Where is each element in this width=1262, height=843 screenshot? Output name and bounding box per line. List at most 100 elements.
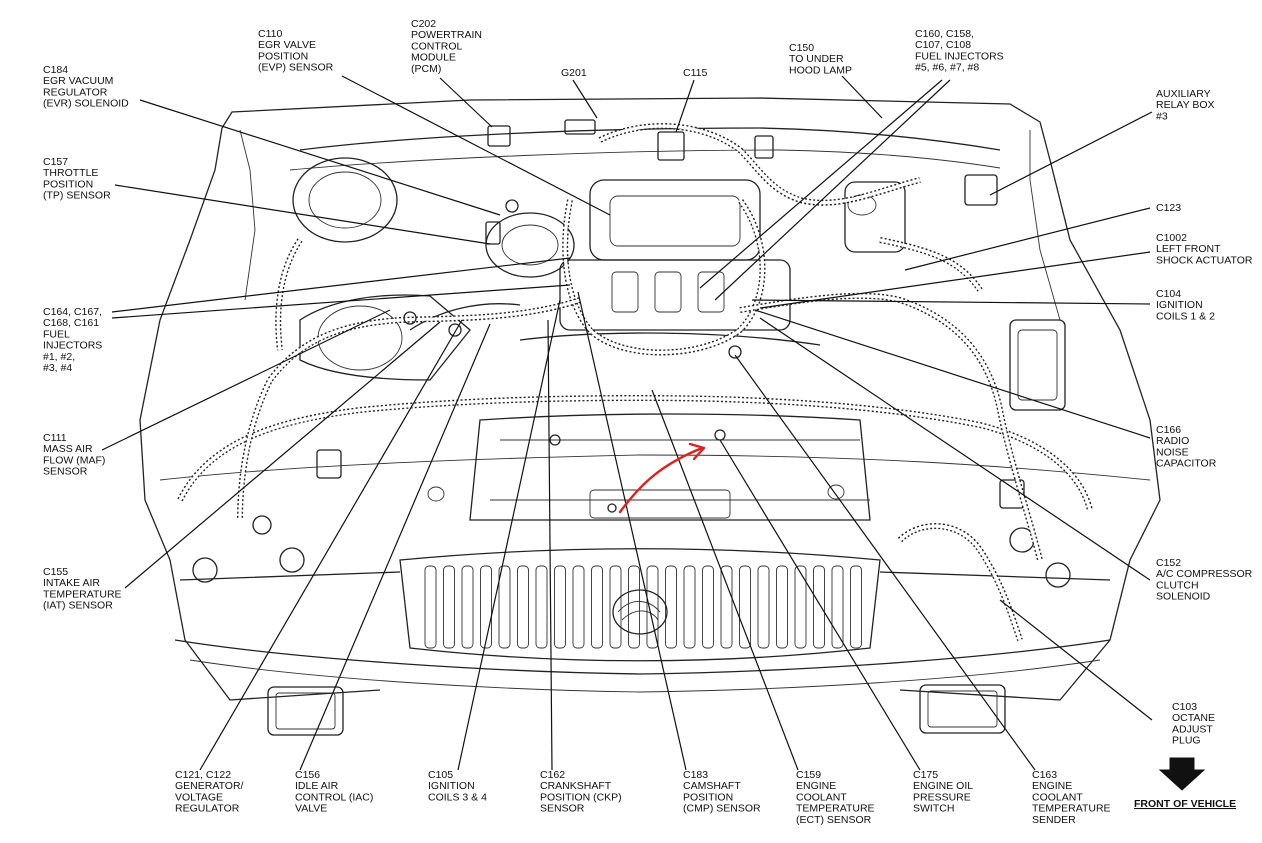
leader-c160a bbox=[699, 79, 943, 289]
label-line: COOLANT bbox=[1032, 791, 1083, 803]
leader-c123 bbox=[904, 207, 1151, 271]
label-line: VOLTAGE bbox=[175, 791, 223, 803]
grille-bar bbox=[591, 565, 603, 649]
grille-bar bbox=[720, 565, 733, 649]
leader-c111 bbox=[101, 309, 391, 451]
label-line: C160, C158, bbox=[915, 28, 974, 40]
label-line: C115 bbox=[683, 67, 707, 79]
label-line: POSITION bbox=[683, 791, 733, 803]
label-line: CAMSHAFT bbox=[683, 780, 741, 792]
label-line: C110 bbox=[258, 28, 282, 40]
leader-c164a bbox=[111, 257, 571, 313]
label-line: CONTROL (IAC) bbox=[295, 791, 373, 803]
label-line: POSITION bbox=[258, 50, 308, 62]
label-g201: G201 bbox=[561, 67, 587, 79]
label-line: SENSOR bbox=[540, 803, 585, 815]
label-line: INJECTORS bbox=[43, 340, 102, 352]
front-of-vehicle-label: FRONT OF VEHICLE bbox=[1134, 798, 1236, 810]
label-line: TO UNDER bbox=[789, 53, 844, 65]
label-line: C104 bbox=[1156, 288, 1181, 300]
grille-bars bbox=[424, 565, 862, 649]
label-line: PLUG bbox=[1172, 735, 1201, 747]
leader-c162 bbox=[547, 319, 553, 771]
label-line: IGNITION bbox=[1156, 299, 1203, 311]
grille-bar bbox=[702, 565, 714, 649]
grille-bar bbox=[683, 565, 696, 649]
label-line: (ECT) SENSOR bbox=[796, 814, 872, 826]
label-line: SHOCK ACTUATOR bbox=[1156, 254, 1253, 266]
label-line: ENGINE bbox=[796, 780, 836, 792]
leader-c152 bbox=[759, 317, 1151, 581]
grille-bar bbox=[628, 565, 640, 649]
leader-c163 bbox=[734, 354, 1036, 771]
grille-bar bbox=[535, 565, 548, 649]
grille-bar bbox=[554, 565, 566, 649]
grille-bar bbox=[424, 565, 437, 649]
label-line: COILS 3 & 4 bbox=[428, 791, 487, 803]
leader-c115 bbox=[675, 79, 695, 133]
leader-c202 bbox=[439, 77, 493, 128]
leader-c103 bbox=[999, 599, 1153, 721]
label-line: (EVP) SENSOR bbox=[258, 62, 334, 74]
label-line: (IAT) SENSOR bbox=[43, 600, 113, 612]
label-line: OCTANE bbox=[1172, 712, 1215, 724]
leader-c121 bbox=[199, 319, 463, 771]
grille-bar bbox=[498, 565, 511, 649]
leader-g201 bbox=[572, 79, 598, 119]
red-annotation-arrow bbox=[618, 442, 706, 514]
label-line: PRESSURE bbox=[913, 791, 971, 803]
grille-bar bbox=[609, 565, 622, 649]
label-line: C168, C161 bbox=[43, 317, 99, 329]
leader-c1002 bbox=[759, 251, 1151, 309]
leader-c104 bbox=[751, 299, 1151, 305]
label-line: SENDER bbox=[1032, 814, 1076, 826]
grille-bar bbox=[757, 565, 770, 649]
grille-bar bbox=[850, 565, 862, 649]
label-line: C202 bbox=[411, 18, 436, 30]
grille-bar bbox=[480, 565, 492, 649]
label-line: C175 bbox=[913, 769, 938, 781]
leader-c159 bbox=[651, 389, 799, 771]
label-line: C1002 bbox=[1156, 232, 1187, 244]
grille-bar bbox=[461, 565, 474, 649]
label-line: C162 bbox=[540, 769, 565, 781]
label-line: C156 bbox=[295, 769, 320, 781]
label-line: SENSOR bbox=[43, 466, 88, 478]
label-line: MODULE bbox=[411, 52, 456, 64]
label-line: GENERATOR/ bbox=[175, 780, 244, 792]
leader-c150 bbox=[841, 75, 883, 119]
label-line: C164, C167, bbox=[43, 306, 102, 318]
label-line: INTAKE AIR bbox=[43, 577, 100, 589]
label-line: C107, C108 bbox=[915, 39, 971, 51]
label-line: C121, C122 bbox=[175, 769, 231, 781]
grille-bar bbox=[572, 565, 585, 649]
label-c123: C123 bbox=[1156, 202, 1181, 214]
label-line: COILS 1 & 2 bbox=[1156, 310, 1215, 322]
grille-bar bbox=[665, 565, 677, 649]
label-line: C184 bbox=[43, 64, 68, 76]
label-line: C155 bbox=[43, 566, 68, 578]
label-line: AUXILIARY bbox=[1156, 88, 1211, 100]
label-line: ENGINE bbox=[1032, 780, 1072, 792]
label-line: CLUTCH bbox=[1156, 579, 1199, 591]
grille-bar bbox=[831, 565, 844, 649]
label-line: SWITCH bbox=[913, 803, 954, 815]
label-line: (PCM) bbox=[411, 63, 441, 75]
label-line: C123 bbox=[1156, 202, 1181, 214]
down-arrow-icon bbox=[1158, 757, 1206, 791]
label-line: C152 bbox=[1156, 557, 1181, 569]
label-line: C166 bbox=[1156, 424, 1181, 436]
label-line: C103 bbox=[1172, 701, 1197, 713]
label-line: C150 bbox=[789, 42, 814, 54]
label-line: EGR VACUUM bbox=[43, 75, 113, 87]
leader-c110 bbox=[341, 75, 611, 216]
